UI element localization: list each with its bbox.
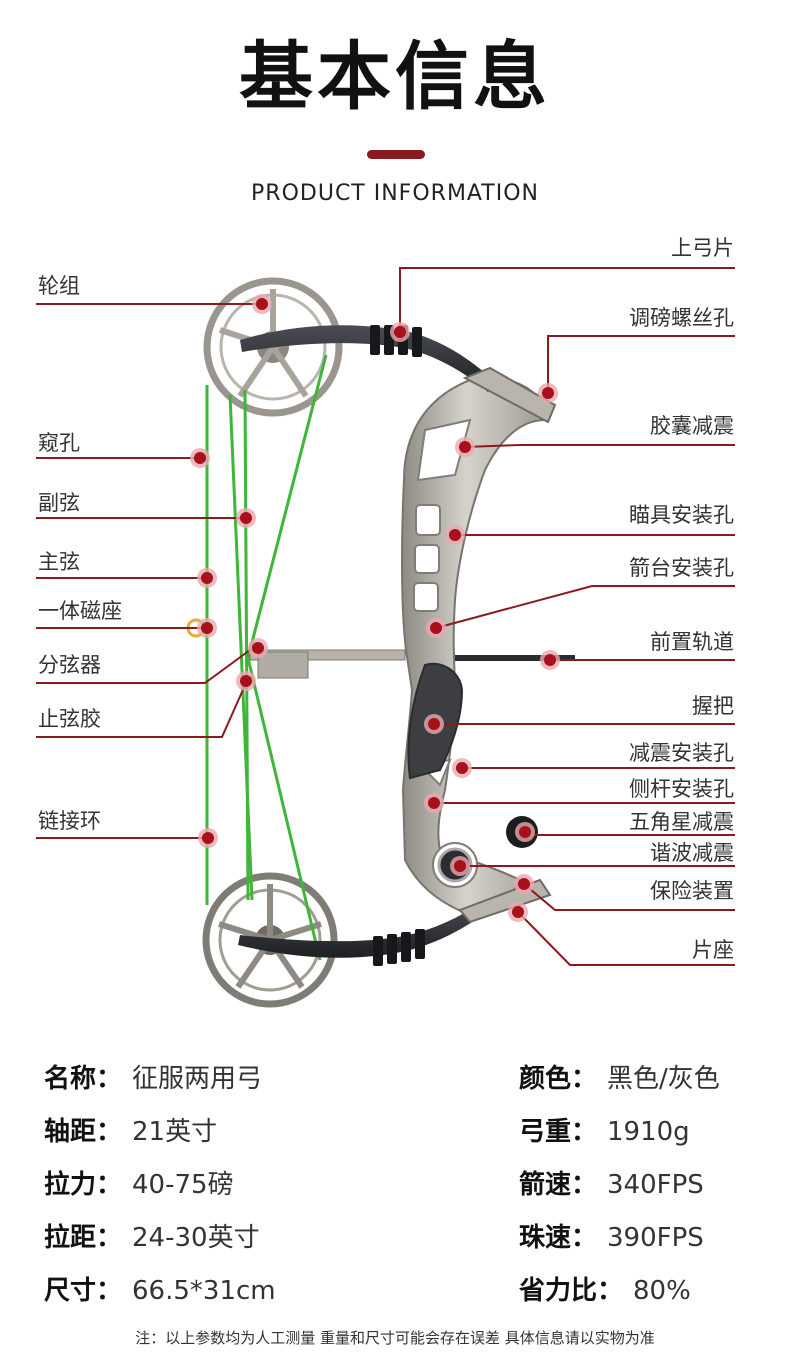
callout-label-cam: 轮组 (38, 274, 80, 298)
callout-label-upper-limb: 上弓片 (671, 236, 734, 260)
page-subtitle: PRODUCT INFORMATION (251, 181, 539, 206)
spec-value: 1910g (607, 1117, 690, 1147)
bow-diagram (36, 267, 735, 1008)
spec-value: 80% (633, 1276, 691, 1306)
shelf-bar (249, 649, 406, 661)
spec-key: 拉距： (44, 1223, 123, 1253)
callout-label-grip: 握把 (692, 694, 734, 718)
callout-label-limb-pocket: 片座 (692, 938, 734, 962)
callout-leader-line (435, 585, 735, 629)
callout-label-sight-mount: 瞄具安装孔 (629, 503, 734, 527)
spec-key: 弓重： (519, 1117, 598, 1147)
callout-marker-dot (430, 622, 442, 634)
bottom-limb (238, 900, 490, 958)
spec-key: 拉力： (44, 1170, 123, 1200)
spec-name: 名称： 征服两用弓 (44, 1066, 262, 1092)
callout-label-string-stop: 止弦胶 (38, 707, 101, 731)
spec-value: 40-75磅 (132, 1170, 234, 1200)
spec-size: 尺寸： 66.5*31cm (44, 1278, 276, 1304)
callout-marker-dot (456, 762, 468, 774)
callout-label-main-string: 主弦 (38, 550, 80, 574)
spec-value: 66.5*31cm (132, 1276, 276, 1306)
spec-value: 21英寸 (132, 1117, 218, 1147)
callout-label-link-ring: 链接环 (38, 809, 101, 833)
callout-marker-dot (194, 452, 206, 464)
callout-marker-dot (256, 298, 268, 310)
callout-leader-line (399, 267, 735, 332)
spec-value: 24-30英寸 (132, 1223, 260, 1253)
spec-key: 珠速： (519, 1223, 598, 1253)
callout-leader-line (36, 682, 247, 738)
callout-leader-lines (36, 267, 735, 966)
callout-marker-dot (428, 718, 440, 730)
callout-marker-dot (544, 654, 556, 666)
spec-value: 征服两用弓 (132, 1064, 263, 1094)
spec-key: 轴距： (44, 1117, 123, 1147)
spec-draw-weight: 拉力： 40-75磅 (44, 1172, 234, 1198)
callout-label-magnet-holder: 一体磁座 (38, 599, 122, 623)
callout-marker-dot (240, 512, 252, 524)
spec-color: 颜色： 黑色/灰色 (519, 1066, 720, 1092)
spec-axle-length: 轴距： 21英寸 (44, 1119, 217, 1145)
callout-marker-dot (201, 622, 213, 634)
callout-label-star-dampener: 五角星减震 (629, 810, 734, 834)
spec-key: 省力比： (519, 1276, 624, 1306)
spec-key: 尺寸： (44, 1276, 123, 1306)
string-splitter (257, 651, 309, 679)
spec-key: 箭速： (519, 1170, 598, 1200)
callout-label-poundage-screw: 调磅螺丝孔 (629, 306, 734, 330)
callout-marker-dot (518, 878, 530, 890)
spec-let-off: 省力比： 80% (519, 1278, 691, 1304)
spec-key: 名称： (44, 1064, 123, 1094)
callout-label-rest-mount: 箭台安装孔 (629, 556, 734, 580)
spec-value: 黑色/灰色 (607, 1064, 720, 1094)
limb-pads (370, 325, 425, 966)
bow-strings (205, 354, 328, 961)
page-title: 基本信息 (239, 34, 551, 120)
spec-key: 颜色： (519, 1064, 598, 1094)
front-rail (455, 655, 575, 661)
callout-leader-line (547, 335, 735, 393)
spec-value: 340FPS (607, 1170, 704, 1200)
callout-leader-line (36, 649, 251, 684)
callout-label-cable: 副弦 (38, 491, 80, 515)
footer-note: 注：以上参数均为人工测量 重量和尺寸可能会存在误差 具体信息请以实物为准 (135, 1329, 655, 1347)
title-accent-bar (367, 150, 425, 159)
callout-marker-dot (202, 832, 214, 844)
callout-marker-dot (519, 826, 531, 838)
callout-label-stabilizer-mount: 侧杆安装孔 (629, 777, 734, 801)
callout-marker-dot (454, 860, 466, 872)
callout-label-splitter: 分弦器 (38, 653, 101, 677)
callout-marker-dot (449, 529, 461, 541)
callout-marker-dot (252, 642, 264, 654)
callout-marker-dot (201, 572, 213, 584)
callout-marker-dot (394, 326, 406, 338)
callout-label-harmonic-dampener: 谐波减震 (650, 841, 734, 865)
spec-arrow-speed: 箭速： 340FPS (519, 1172, 704, 1198)
spec-draw-length: 拉距： 24-30英寸 (44, 1225, 260, 1251)
callout-markers (190, 294, 560, 922)
callout-marker-dot (240, 675, 252, 687)
callout-leader-line (464, 444, 735, 448)
spec-ball-speed: 珠速： 390FPS (519, 1225, 704, 1251)
callout-leader-line (523, 883, 735, 911)
top-limb (240, 325, 495, 392)
callout-marker-dot (512, 906, 524, 918)
callout-marker-dot (542, 387, 554, 399)
callout-leader-line (517, 911, 735, 966)
spec-bow-weight: 弓重： 1910g (519, 1119, 690, 1145)
callout-label-peep: 窥孔 (38, 431, 80, 455)
callout-label-dampener-mount: 减震安装孔 (629, 741, 734, 765)
callout-label-front-rail: 前置轨道 (650, 630, 734, 654)
callout-label-safety: 保险装置 (650, 879, 734, 903)
callout-marker-dot (459, 441, 471, 453)
spec-value: 390FPS (607, 1223, 704, 1253)
top-limb-pocket (462, 366, 557, 424)
callout-label-capsule-dampener: 胶囊减震 (650, 414, 734, 438)
callout-marker-dot (428, 797, 440, 809)
